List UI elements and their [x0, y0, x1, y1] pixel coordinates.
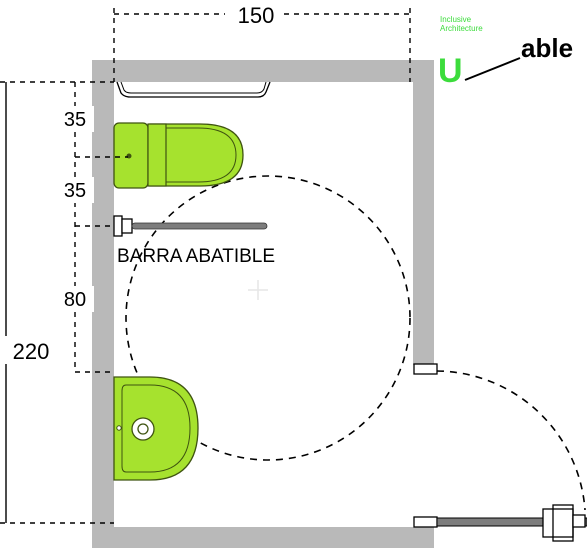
door-jamb-top [413, 363, 438, 375]
door-jamb-bottom [413, 516, 438, 528]
door-swing-arc [436, 370, 586, 511]
circle-center-mark [248, 280, 268, 300]
wall-rail-icon [116, 81, 271, 98]
dimension-segment-2-label: 35 [64, 180, 86, 202]
brand-logo-letter: U [438, 52, 463, 90]
dimension-segments: 35 35 80 [58, 82, 128, 373]
wall-left [92, 60, 114, 548]
dimension-segment-1-label: 35 [64, 109, 86, 131]
wall-bottom [92, 527, 434, 548]
folding-grab-bar-icon [113, 215, 268, 237]
brand-tagline-line2: Architecture [440, 24, 483, 33]
brand-logo-word: able [521, 33, 573, 63]
wall-right [413, 60, 434, 365]
brand-logo: Inclusive Architecture U able [438, 15, 573, 90]
sink-icon [113, 376, 199, 481]
brand-tagline-line1: Inclusive [440, 15, 472, 24]
dimension-width-label: 150 [238, 3, 275, 28]
grab-bar-label: BARRA ABATIBLE [117, 246, 275, 267]
sliding-door-icon [436, 504, 587, 542]
wall-top [92, 60, 434, 82]
walls [92, 60, 434, 548]
turning-circle [125, 175, 411, 461]
dimension-height: 220 [0, 81, 114, 524]
dimension-width: 150 [113, 3, 411, 82]
toilet-icon [113, 122, 244, 189]
dimension-segment-3-label: 80 [64, 289, 86, 311]
dimension-height-label: 220 [13, 339, 50, 364]
